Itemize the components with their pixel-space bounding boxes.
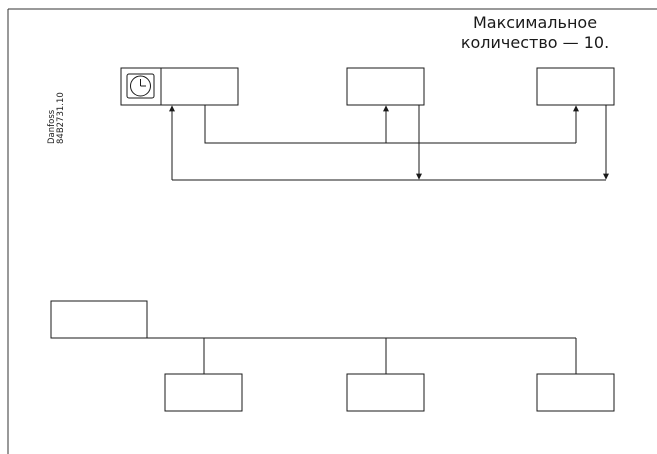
controller-box-2	[346, 67, 425, 106]
max-quantity-note: Максимальное количество — 10.	[420, 13, 650, 53]
slave-box-3	[536, 373, 615, 412]
master-box	[50, 300, 148, 339]
lower-diagram	[50, 300, 615, 412]
note-line-2: количество — 10.	[460, 33, 610, 52]
slave-box-2	[346, 373, 425, 412]
drawing-number: 84B2731.10	[56, 92, 66, 144]
signal-line-out	[204, 105, 576, 144]
drawing-code: Danfoss 84B2731.10	[47, 70, 78, 144]
upper-diagram	[120, 67, 615, 181]
note-line-1: Максимальное	[472, 13, 598, 32]
slave-box-1	[164, 373, 243, 412]
controller-box-3	[536, 67, 615, 106]
main-controller-box	[160, 67, 239, 106]
clock-icon	[126, 73, 155, 99]
